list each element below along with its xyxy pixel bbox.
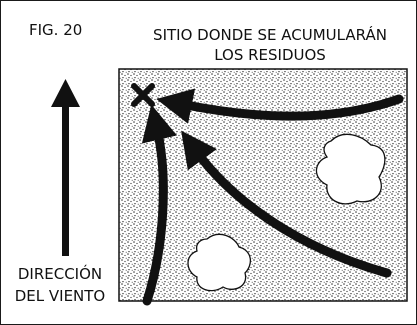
clear-zone-left: [187, 233, 251, 292]
title-line-1: SITIO DONDE SE ACUMULARÁN: [153, 26, 387, 44]
wind-label-line-1: DIRECCIÓN: [17, 265, 103, 283]
clear-zone-right: [315, 133, 386, 205]
figure-number: FIG. 20: [29, 21, 83, 39]
figure-title: SITIO DONDE SE ACUMULARÁN LOS RESIDUOS: [129, 25, 411, 65]
title-line-2: LOS RESIDUOS: [214, 46, 326, 64]
flow-arrow-top: [156, 88, 404, 124]
wind-label-line-2: DEL VIENTO: [14, 287, 106, 305]
flow-arrow-left: [141, 104, 177, 306]
wind-direction-label: DIRECCIÓN DEL VIENTO: [9, 263, 111, 307]
up-arrow-icon: [51, 79, 80, 256]
flow-arrow-diagonal: [181, 130, 392, 278]
x-mark-icon: [131, 83, 155, 107]
